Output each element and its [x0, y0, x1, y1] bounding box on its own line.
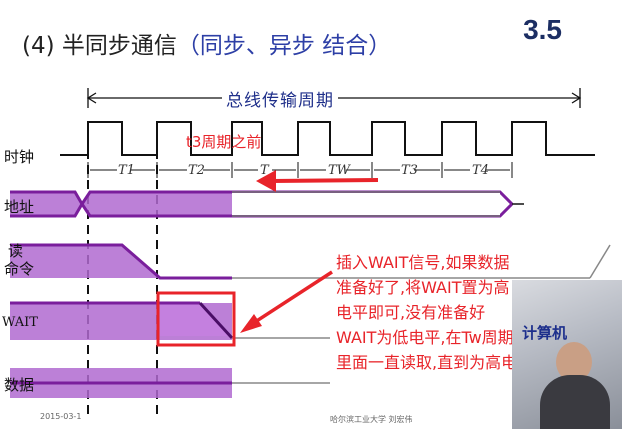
- bus-period-label: 总线传输周期: [222, 86, 338, 111]
- period-t1: T1: [118, 163, 135, 178]
- wait-waveform: [10, 301, 330, 340]
- annotation-arrows: [240, 170, 379, 333]
- clock-waveform: [60, 121, 595, 156]
- period-t3: T3: [401, 163, 418, 178]
- read-label-line2: 命令: [4, 260, 35, 278]
- presenter-body: [540, 375, 610, 429]
- annotation-insert-wait: 插入WAIT信号,如果数据 准备好了,将WAIT置为高 电平即可,没有准备好 W…: [336, 250, 622, 375]
- webcam-screen-text: 计算机: [522, 324, 568, 342]
- wait-highlight-box: [156, 291, 236, 347]
- read-command-waveform: [10, 243, 611, 280]
- footer-date: 2015-03-1: [40, 412, 82, 421]
- title-paren: （同步、异步 结合）: [176, 33, 392, 59]
- annotation-line: 准备好了,将WAIT置为高: [336, 278, 510, 297]
- period-tw: TW: [328, 163, 351, 178]
- annotation-line: 插入WAIT信号,如果数据: [336, 253, 510, 272]
- period-t2: T2: [188, 163, 205, 178]
- webcam-overlay: 计算机: [512, 280, 622, 429]
- address-waveform: [10, 190, 524, 218]
- wait-label: WAIT: [2, 315, 38, 330]
- period-t4: T4: [472, 163, 489, 178]
- page-number: 3.5: [523, 14, 562, 45]
- annotation-line: WAIT为低电平,在Tw周期: [336, 328, 514, 347]
- read-label-line1: 读: [8, 242, 24, 260]
- period-markers: [87, 162, 513, 178]
- data-label: 数据: [4, 376, 35, 394]
- period-t: T: [260, 163, 269, 178]
- footer-institution: 哈尔滨工业大学 刘宏伟: [330, 415, 413, 424]
- title-prefix: (4) 半同步通信: [22, 33, 177, 59]
- annotation-line: 电平即可,没有准备好: [336, 303, 486, 322]
- data-waveform: [10, 368, 330, 398]
- slide-title: (4) 半同步通信（同步、异步 结合）: [22, 26, 391, 60]
- clock-label: 时钟: [4, 148, 35, 166]
- annotation-line: 里面一直读取,直到为高电: [336, 353, 518, 372]
- annotation-before-t3: t3周期之前: [186, 133, 262, 151]
- address-label: 地址: [4, 198, 35, 216]
